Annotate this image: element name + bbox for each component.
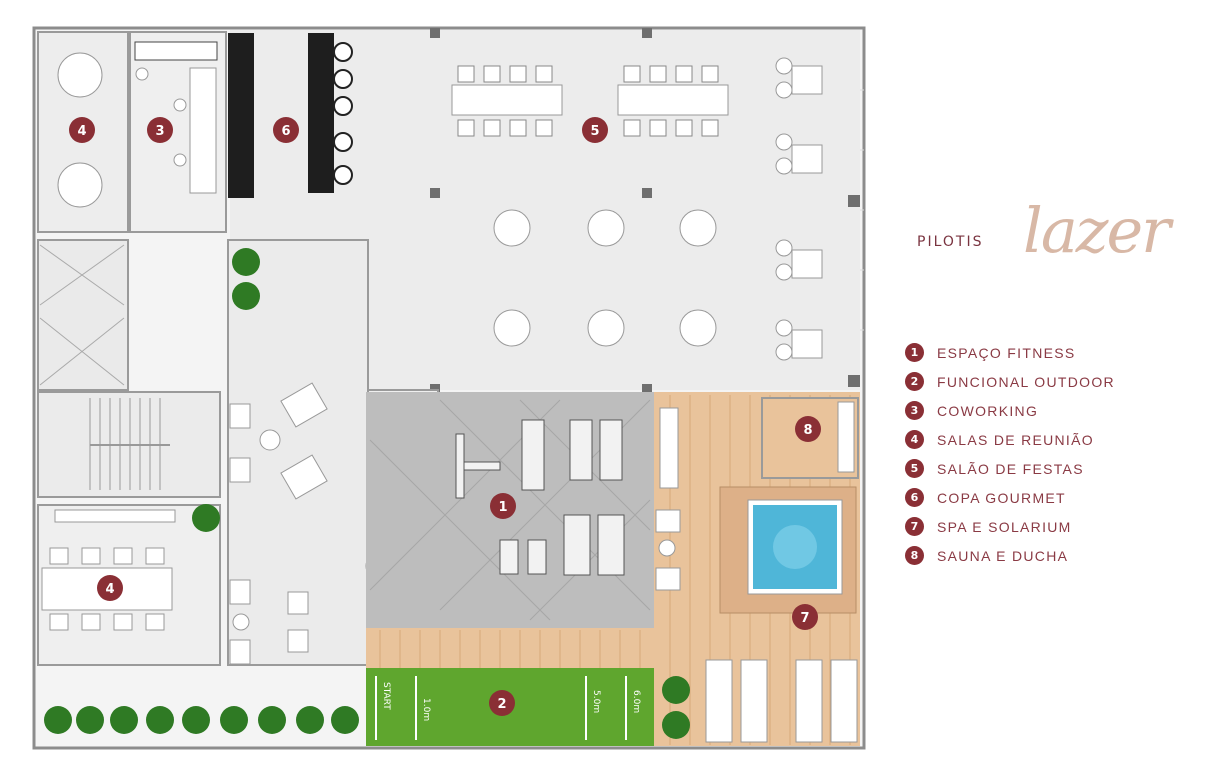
meeting-table-top-1 [57, 52, 103, 208]
columns [430, 28, 860, 394]
legend-number: 7 [905, 517, 924, 536]
track-6m-label: 6.0m [631, 690, 641, 713]
legend-label: COPA GOURMET [937, 489, 1066, 506]
legend-label: FUNCIONAL OUTDOOR [937, 373, 1115, 390]
legend-number: 4 [905, 430, 924, 449]
legend-panel: PILOTIS lazer 1 ESPAÇO FITNESS 2 FUNCIONAL… [905, 190, 1205, 565]
title: PILOTIS lazer [905, 190, 1205, 310]
title-prefix: PILOTIS [917, 234, 984, 250]
marker-fitness-num: 1 [498, 500, 507, 515]
legend-label: ESPAÇO FITNESS [937, 344, 1076, 361]
marker-outdoor-num: 2 [497, 697, 506, 712]
spa-loungers [655, 407, 858, 743]
legend-item: 7 SPA E SOLARIUM [905, 512, 1115, 541]
gym-equipment [455, 419, 625, 576]
legend-number: 3 [905, 401, 924, 420]
legend-label: SPA E SOLARIUM [937, 518, 1072, 535]
legend-list: 1 ESPAÇO FITNESS 2 FUNCIONAL OUTDOOR 3 COWO… [905, 338, 1115, 570]
marker-spa: 7 [792, 604, 818, 630]
legend-label: SALAS DE REUNIÃO [937, 431, 1094, 448]
legend-item: 3 COWORKING [905, 396, 1115, 425]
track-start-label: START [381, 682, 391, 710]
marker-sauna: 8 [795, 416, 821, 442]
elevator-block [37, 239, 129, 391]
legend-number: 5 [905, 459, 924, 478]
party-long-table-left [451, 65, 563, 137]
legend-number: 8 [905, 546, 924, 565]
legend-label: SAUNA E DUCHA [937, 547, 1069, 564]
legend-label: COWORKING [937, 402, 1039, 419]
legend-item: 8 SAUNA E DUCHA [905, 541, 1115, 570]
trees [44, 248, 690, 739]
legend-item: 1 ESPAÇO FITNESS [905, 338, 1115, 367]
legend-item: 4 SALAS DE REUNIÃO [905, 425, 1115, 454]
legend-item: 2 FUNCIONAL OUTDOOR [905, 367, 1115, 396]
marker-meeting-bottom-num: 4 [105, 582, 114, 597]
marker-party-num: 5 [590, 124, 599, 139]
legend-item: 5 SALÃO DE FESTAS [905, 454, 1115, 483]
floor-plan: START 1.0m 5.0m 6.0m 1 2 3 4 4 5 6 7 8 [32, 26, 866, 750]
legend-number: 6 [905, 488, 924, 507]
copa-stools [333, 42, 353, 185]
marker-coworking: 3 [147, 117, 173, 143]
track-5m-label: 5.0m [591, 690, 601, 713]
stairs [89, 398, 170, 490]
legend-number: 2 [905, 372, 924, 391]
marker-meeting-top: 4 [69, 117, 95, 143]
party-lounge-seats [775, 57, 823, 361]
copa-counter-right [308, 33, 334, 193]
marker-meeting-top-num: 4 [77, 124, 86, 139]
marker-spa-num: 7 [800, 611, 809, 626]
track-lines [375, 676, 627, 740]
track-1m-label: 1.0m [421, 698, 431, 721]
legend-number: 1 [905, 343, 924, 362]
marker-sauna-num: 8 [803, 423, 812, 438]
copa-counter-left [228, 33, 254, 198]
marker-outdoor: 2 [489, 690, 515, 716]
party-round-tables [493, 209, 717, 347]
marker-meeting-bottom: 4 [97, 575, 123, 601]
title-word: lazer [1023, 194, 1171, 267]
coworking-shelf [134, 41, 218, 61]
coworking-desk [189, 67, 217, 194]
legend-label: SALÃO DE FESTAS [937, 460, 1084, 477]
marker-fitness: 1 [490, 493, 516, 519]
marker-party: 5 [582, 117, 608, 143]
marker-copa-num: 6 [281, 124, 290, 139]
legend-item: 6 COPA GOURMET [905, 483, 1115, 512]
marker-copa: 6 [273, 117, 299, 143]
lobby-furniture [229, 382, 328, 665]
deck-strip [366, 628, 656, 668]
party-long-table-right [617, 65, 729, 137]
marker-coworking-num: 3 [155, 124, 164, 139]
